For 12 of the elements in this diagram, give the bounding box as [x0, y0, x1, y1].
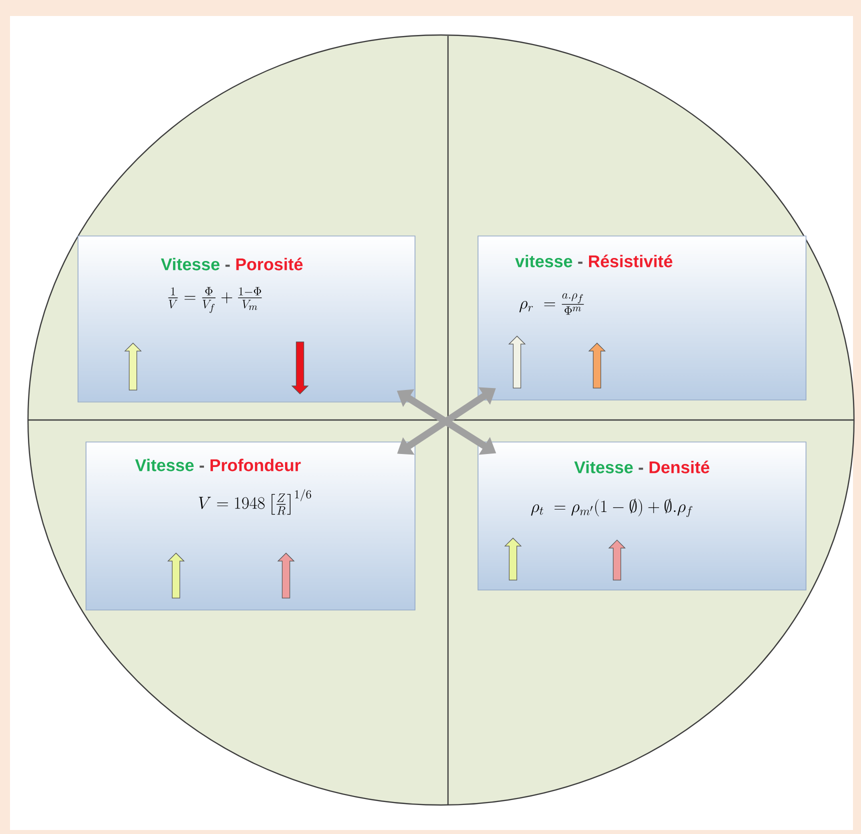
formula: $\frac{1}{V} = \frac{\Phi}{V_f} + \frac{1-\Phi}{V_m}$ [168, 287, 262, 313]
formula-card [86, 442, 416, 610]
formula: $V = 1948 \left[\frac{Z}{R}\right]^{1/6}$ [198, 489, 312, 515]
heading-text: Vitesse - Porosité [160, 258, 303, 270]
heading-text: Vitesse - Profondeur [135, 458, 301, 472]
formula-card [78, 236, 416, 402]
formula: $\rho_r \; = \frac{a.\rho_f}{\Phi^{m}}$ [519, 293, 584, 315]
heading-text: vitesse - Résistivité [515, 254, 672, 268]
formula-card [478, 442, 806, 590]
formula: $\rho_t \; = \rho_{m'} (1 - \emptyset) + \emptyset . \rho_f$ [531, 498, 692, 518]
formula-card [478, 236, 806, 400]
heading-text: Vitesse - Densité [574, 460, 710, 474]
